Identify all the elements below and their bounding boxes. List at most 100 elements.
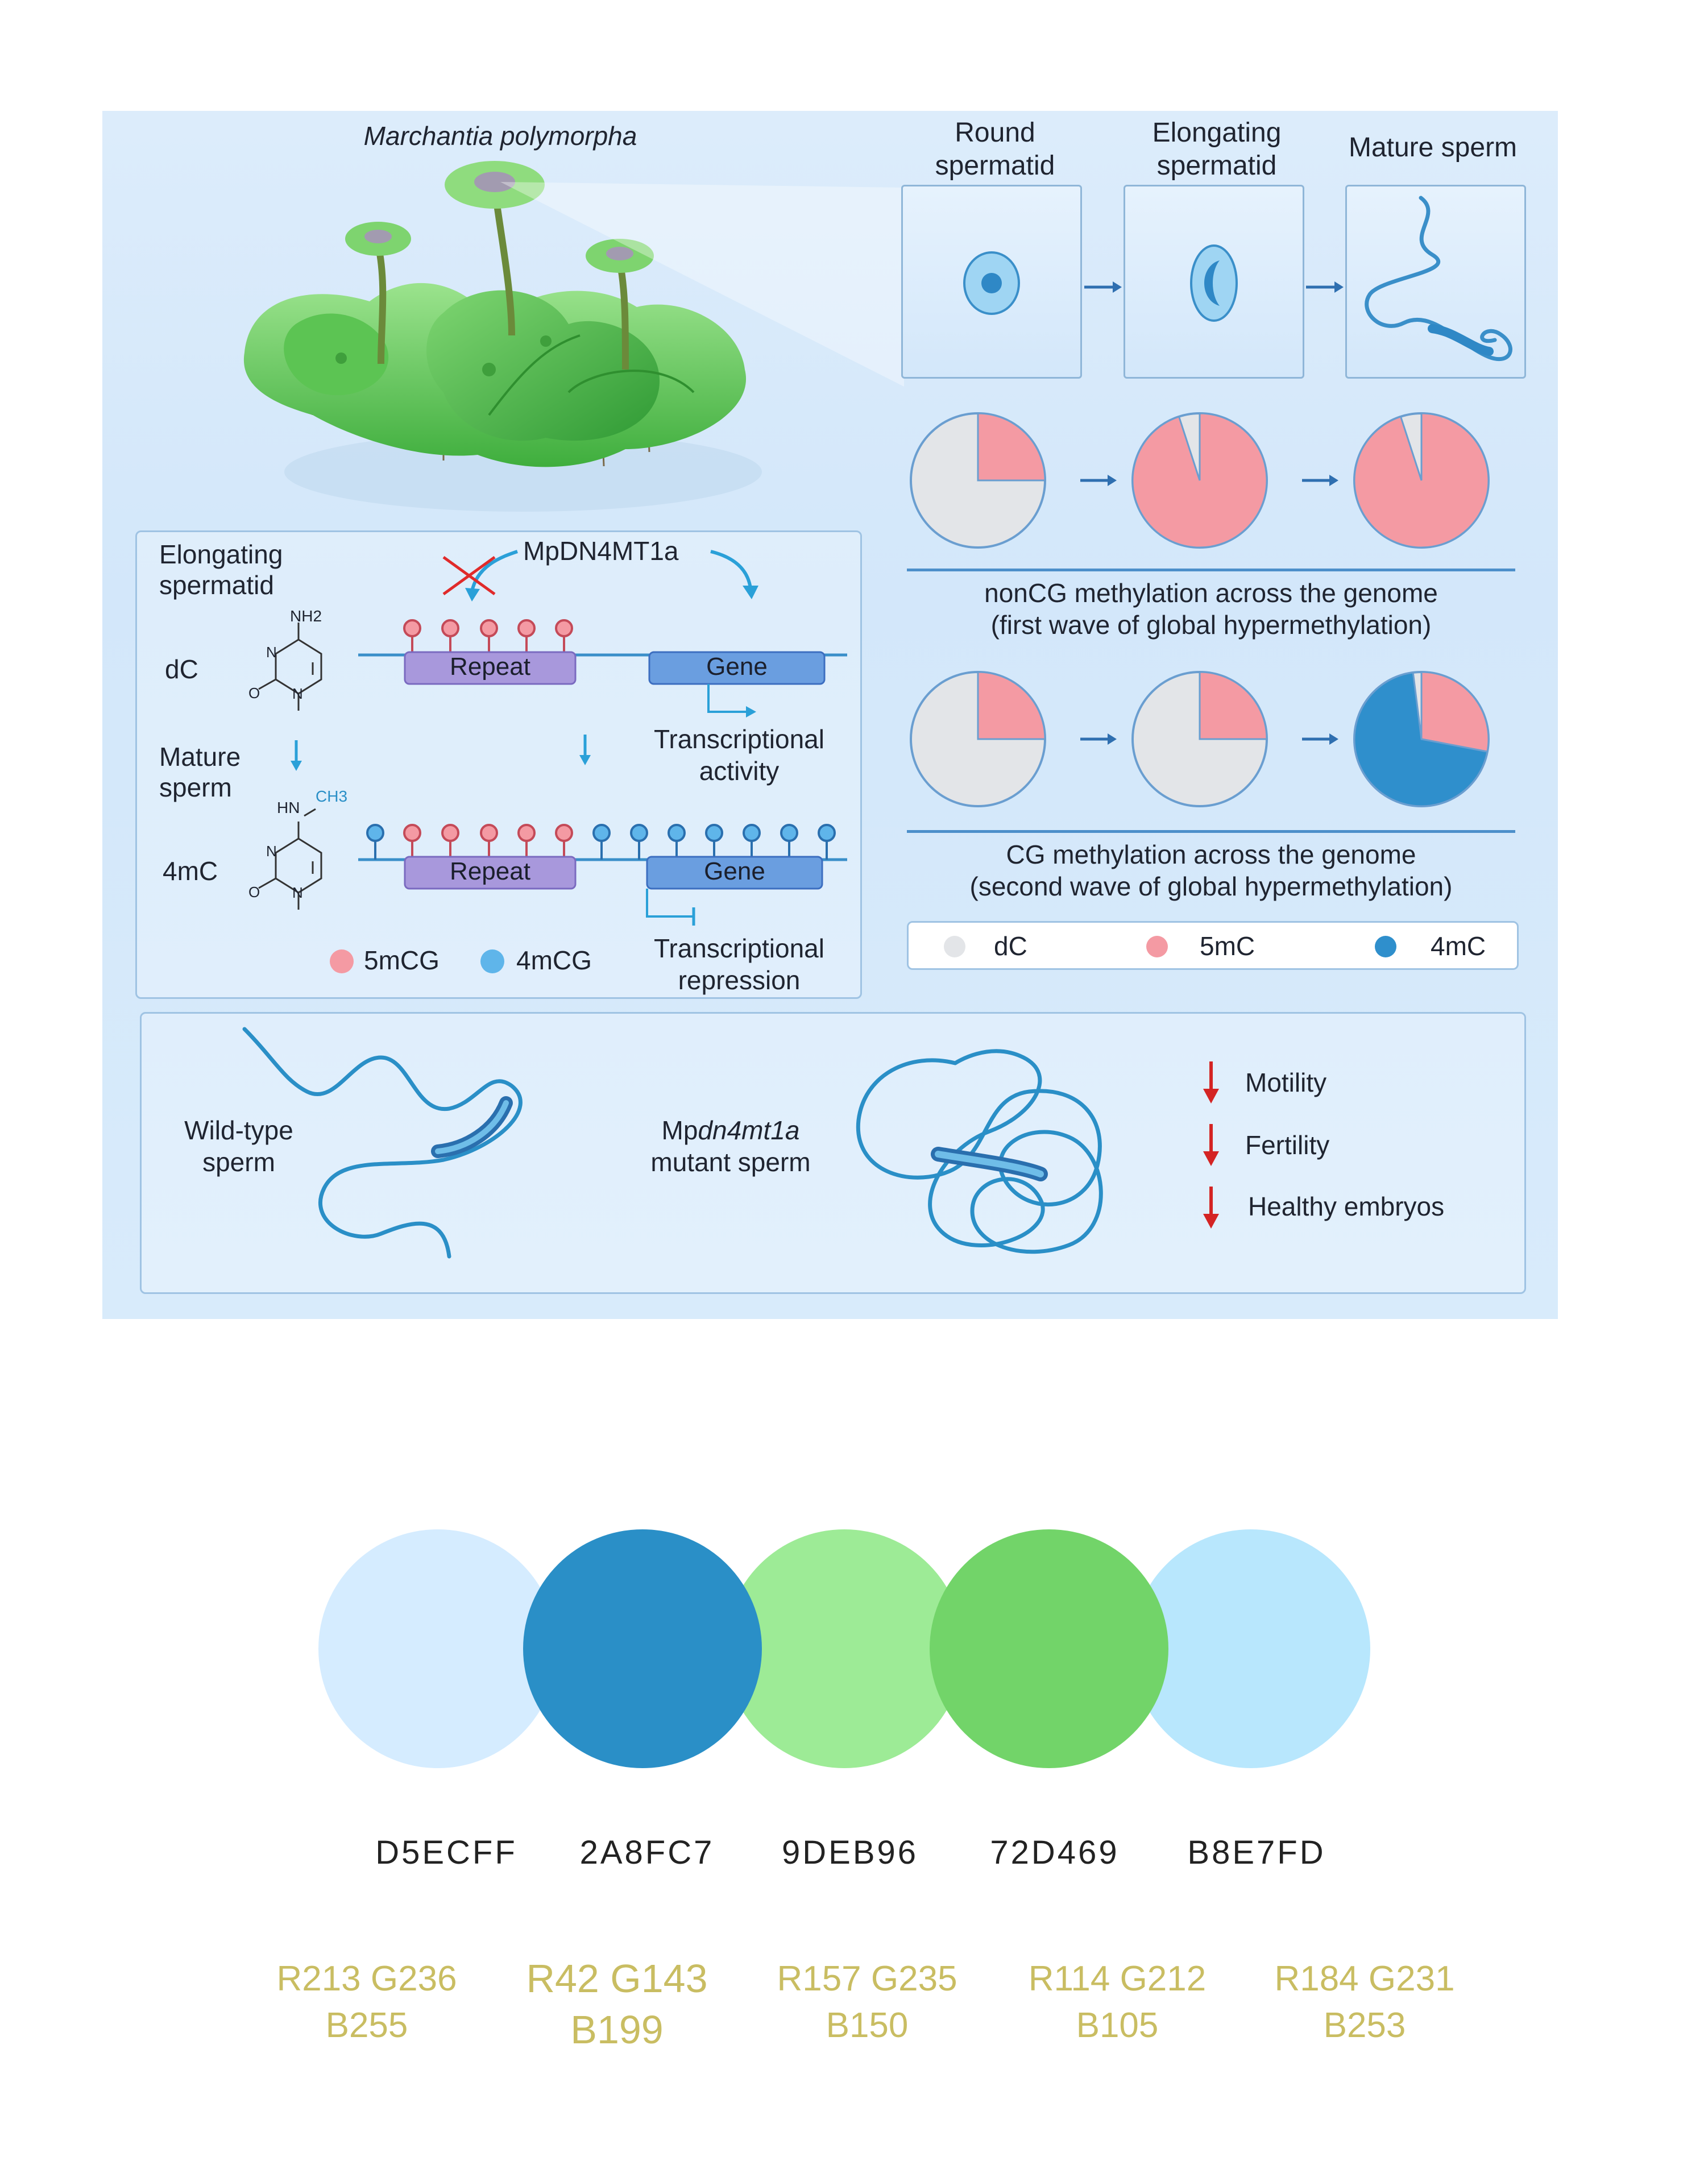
palette-hex-4: 72D469 bbox=[990, 1834, 1120, 1871]
palette-rgb-2-line1: R42 G143 bbox=[526, 1956, 708, 2001]
hn-label: HN bbox=[277, 799, 300, 816]
mutant-label-line2: mutant sperm bbox=[650, 1147, 811, 1177]
legend-swatch-4mc bbox=[1375, 936, 1396, 957]
effect-motility: Motility bbox=[1245, 1068, 1327, 1097]
cytosine-structure bbox=[258, 623, 322, 711]
repeat-label-bottom: Repeat bbox=[450, 857, 530, 885]
repression-line1: Transcriptional bbox=[654, 934, 824, 963]
palette-hex-2: 2A8FC7 bbox=[579, 1834, 715, 1871]
cg-caption-line2: (second wave of global hypermethylation) bbox=[969, 872, 1453, 901]
noncg-pies bbox=[910, 412, 1490, 549]
legend-label-5mc: 5mC bbox=[1200, 931, 1255, 961]
legend-label-5mcg: 5mCG bbox=[364, 945, 440, 975]
mutant-sperm bbox=[856, 1049, 1103, 1254]
stage2-label-line2: sperm bbox=[159, 773, 232, 802]
palette-hex-1: D5ECFF bbox=[375, 1834, 517, 1871]
round-spermatid-cell bbox=[963, 251, 1020, 315]
o-label: O bbox=[248, 884, 260, 901]
arrow-icon bbox=[1084, 281, 1122, 293]
activity-line1: Transcriptional bbox=[654, 724, 824, 754]
decrease-arrow-icon bbox=[1203, 1124, 1219, 1166]
legend-swatch-dc bbox=[944, 936, 965, 957]
cg-pies bbox=[910, 671, 1490, 807]
pie-slice-5mc bbox=[977, 412, 1046, 482]
pie-slice-5mc bbox=[977, 671, 1046, 740]
palette-swatch-5 bbox=[1131, 1529, 1370, 1768]
o-label: O bbox=[248, 685, 260, 702]
palette-hex-5: B8E7FD bbox=[1187, 1834, 1326, 1871]
legend-swatch-5mcg bbox=[330, 949, 354, 973]
elongating-spermatid-cell bbox=[1190, 244, 1238, 322]
decrease-arrow-icon bbox=[1203, 1187, 1219, 1229]
divider bbox=[907, 569, 1515, 571]
gene-element bbox=[646, 856, 823, 890]
wt-label-line1: Wild-type bbox=[184, 1115, 293, 1145]
palette-rgb-4-line1: R114 G212 bbox=[1028, 1959, 1207, 1998]
palette-rgb-4-line2: B105 bbox=[1076, 2006, 1159, 2045]
arrow-icon bbox=[1306, 281, 1344, 293]
down-arrow-icon bbox=[291, 740, 302, 771]
stage1-label-line1: Elongating bbox=[159, 540, 283, 569]
palette-swatch-3 bbox=[725, 1529, 964, 1768]
wild-type-sperm bbox=[242, 1027, 523, 1259]
4mc-label: 4mC bbox=[163, 856, 218, 886]
marchantia-plant-illustration bbox=[243, 161, 762, 512]
legend-swatch-5mc bbox=[1146, 936, 1168, 957]
elongating-spermatid-box bbox=[1124, 185, 1304, 379]
gene-element bbox=[648, 651, 826, 685]
mature-sperm-cell bbox=[1365, 196, 1512, 362]
palette-rgb-3-line2: B150 bbox=[826, 2006, 909, 2045]
mutant-gene: dn4mt1a bbox=[698, 1115, 800, 1145]
noncg-caption-line2: (first wave of global hypermethylation) bbox=[990, 610, 1432, 640]
repeat-element bbox=[404, 856, 577, 890]
palette-hex-3: 9DEB96 bbox=[781, 1834, 919, 1871]
nh2-label: NH2 bbox=[290, 607, 322, 625]
n-label: N bbox=[292, 685, 303, 702]
down-arrow-icon bbox=[579, 735, 591, 765]
stage-label-mature: Mature sperm bbox=[1348, 132, 1518, 163]
palette-swatch-1 bbox=[318, 1529, 557, 1768]
mechanism-box bbox=[135, 530, 862, 999]
stage-label-elongating: Elongating spermatid bbox=[1152, 118, 1282, 181]
n-label: N bbox=[266, 644, 277, 661]
ch3-label: CH3 bbox=[316, 787, 348, 805]
activity-line2: activity bbox=[699, 756, 780, 786]
palette-swatch-4 bbox=[930, 1529, 1168, 1768]
species-label: Marchantia polymorpha bbox=[363, 121, 637, 151]
palette-swatch-2 bbox=[523, 1529, 762, 1768]
4mc-structure bbox=[258, 808, 322, 910]
palette-rgb-1-line1: R213 G236 bbox=[276, 1959, 457, 1998]
palette-rgb-1-line2: B255 bbox=[325, 2006, 408, 2045]
mutant-prefix: Mp bbox=[661, 1115, 698, 1145]
pie-slice-5mc bbox=[1420, 671, 1490, 753]
pie-slice-4mc bbox=[1353, 671, 1489, 807]
stage2-label-line1: Mature bbox=[159, 742, 241, 772]
enzyme-label: MpDN4MT1a bbox=[523, 536, 679, 566]
repeat-label-top: Repeat bbox=[450, 653, 530, 681]
legend-label-4mc: 4mC bbox=[1431, 931, 1486, 961]
legend-label-4mcg: 4mCG bbox=[516, 945, 592, 975]
enzyme-arrows bbox=[442, 550, 758, 602]
divider bbox=[907, 830, 1515, 833]
legend-label-dc: dC bbox=[994, 931, 1027, 961]
focus-beam bbox=[500, 182, 904, 387]
gene-label-top: Gene bbox=[706, 653, 768, 681]
pie-slice-5mc bbox=[1353, 412, 1490, 549]
palette-rgb-5-line2: B253 bbox=[1323, 2006, 1406, 2045]
gene-label-bottom: Gene bbox=[704, 857, 765, 885]
palette-rgb-2-line2: B199 bbox=[570, 2007, 664, 2052]
palette-rgb-5-line1: R184 G231 bbox=[1274, 1959, 1455, 1998]
pie-slice-5mc bbox=[1131, 412, 1268, 549]
repression-line2: repression bbox=[678, 965, 801, 995]
n-label: N bbox=[266, 843, 277, 860]
effect-healthy-embryos: Healthy embryos bbox=[1248, 1192, 1445, 1221]
mutant-label-line1: Mpdn4mt1a bbox=[617, 1114, 844, 1146]
dna-tracks bbox=[358, 619, 847, 926]
decrease-arrow-icon bbox=[1203, 1061, 1219, 1104]
stage1-label-line2: spermatid bbox=[159, 570, 274, 600]
noncg-caption-line1: nonCG methylation across the genome bbox=[984, 578, 1438, 608]
